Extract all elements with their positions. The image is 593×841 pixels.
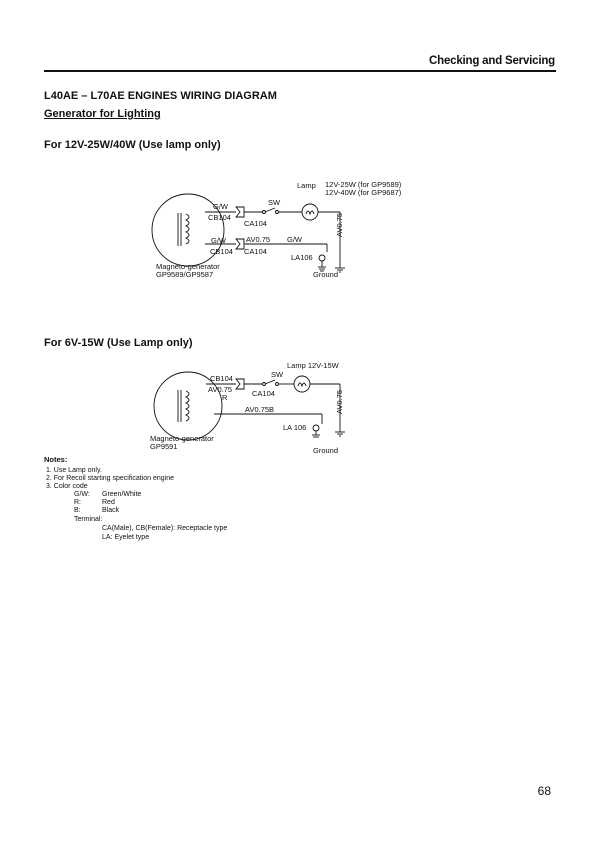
color-code-value: Red [102,499,115,506]
d1-av075-vertical: AV0.75 [335,212,344,237]
d1-switch-label: SW [268,198,281,207]
d1-gw-top: G/W [213,202,228,211]
d2-cb104: CB104 [210,374,233,383]
header-rule [44,70,556,72]
color-code-key: G/W: [74,491,90,498]
d2-av075-vertical: AV0.75 [335,389,344,414]
color-code-value: Black [102,507,120,514]
notes-title: Notes: [44,455,68,464]
d1-cb104-top: CB104 [208,213,231,222]
d1-ca104-top: CA104 [244,219,267,228]
d1-la106: LA106 [291,253,313,262]
d2-switch-label: SW [271,370,284,379]
d1-model-label: GP9589/GP9587 [156,270,214,279]
d2-r-label: R [222,393,228,402]
page-number: 68 [537,784,551,798]
color-code-key: R: [74,499,81,506]
section-title: Checking and Servicing [429,55,555,67]
terminal-line: CA(Male), CB(Female): Receptacle type [102,525,228,532]
d2-model-label: GP9591 [150,442,178,451]
color-code-value: Green/White [102,491,142,498]
d1-lamp-spec-2: 12V-40W (for GP9687) [325,188,402,197]
d2-magneto-label: Magneto-generator [150,434,214,443]
color-code-key: B: [74,507,81,514]
d2-ground-label: Ground [313,446,339,455]
d2-av075b: AV0.75B [245,405,275,414]
page-title: L40AE – L70AE ENGINES WIRING DIAGRAM [44,90,277,102]
terminal-label: Terminal: [74,516,103,523]
d1-ca104-bottom: CA104 [244,247,267,256]
d1-magneto-label: Magneto-generator [156,262,220,271]
page-subtitle: Generator for Lighting [44,108,161,120]
terminal-line: LA: Eyelet type [102,534,150,541]
d1-gw-b2: G/W [287,235,302,244]
d2-ca104: CA104 [252,389,275,398]
d2-la106: LA 106 [283,423,307,432]
note-item: 1. Use Lamp only. [46,467,102,474]
d2-lamp-label: Lamp 12V-15W [287,361,339,370]
note-item: 3. Color code [46,483,88,490]
d1-av075-a: AV0.75 [246,235,271,244]
d1-gw-bottom: G/W [211,236,226,245]
d2-av075: AV0.75 [208,385,233,394]
d1-ground-label: Ground [313,270,339,279]
diagram1-heading: For 12V-25W/40W (Use lamp only) [44,139,221,151]
diagram2-heading: For 6V-15W (Use Lamp only) [44,337,193,349]
note-item: 2. For Recoil starting specification eng… [46,475,175,482]
d1-lamp-label: Lamp [297,181,316,190]
d1-lamp-spec-1: 12V-25W (for GP9589) [325,180,402,189]
d1-cb104-bottom: CB104 [210,247,233,256]
